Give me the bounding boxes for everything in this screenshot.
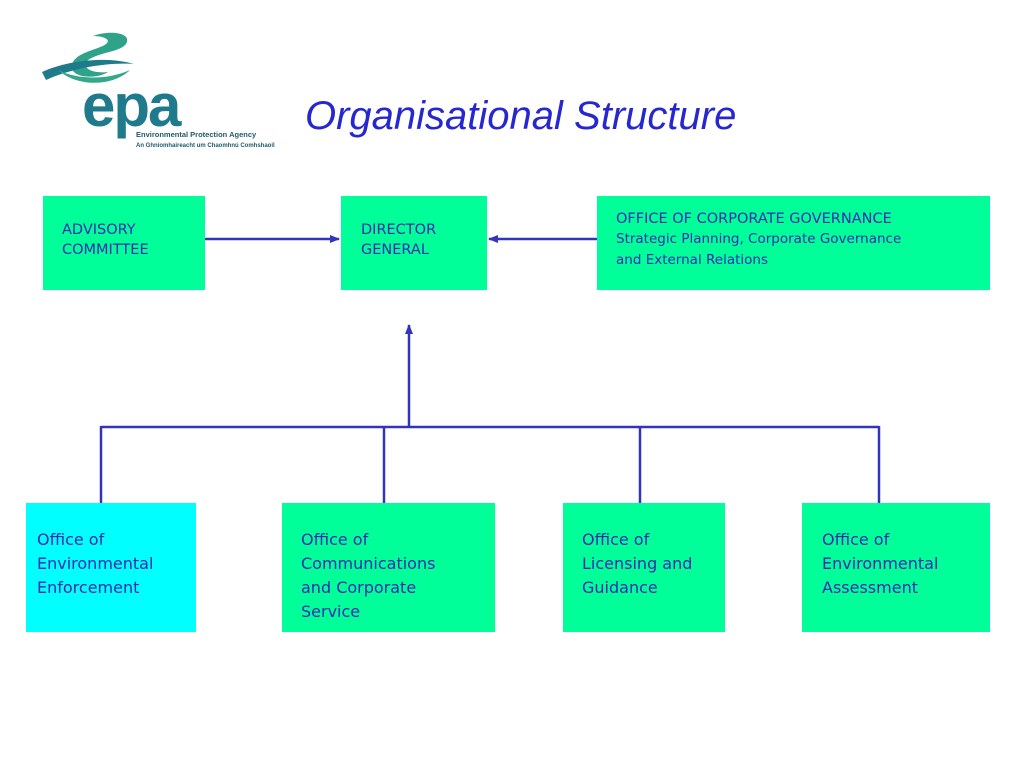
office-licensing-box: Office of Licensing and Guidance <box>563 503 725 632</box>
corporate-governance-title: OFFICE OF CORPORATE GOVERNANCE <box>616 211 892 227</box>
office-environmental-enforcement-box: Office of Environmental Enforcement <box>26 503 196 632</box>
advisory-committee-label: ADVISORY COMMITTEE <box>62 222 149 258</box>
office-licensing-label: Office of Licensing and Guidance <box>582 530 693 597</box>
office-communications-box: Office of Communications and Corporate S… <box>282 503 495 632</box>
logo-line1: Environmental Protection Agency <box>136 130 257 139</box>
corporate-governance-subtitle-1: Strategic Planning, Corporate Governance <box>616 231 902 247</box>
logo-line2: An Ghníomhaireacht um Chaomhnú Comhshaoi… <box>136 143 275 149</box>
corporate-governance-subtitle-2: and External Relations <box>616 252 768 268</box>
office-environmental-assessment-label: Office of Environmental Assessment <box>822 530 939 597</box>
office-environmental-enforcement-label: Office of Environmental Enforcement <box>37 530 154 597</box>
epa-logo: epa Environmental Protection Agency An G… <box>42 32 275 149</box>
corporate-governance-box: OFFICE OF CORPORATE GOVERNANCE Strategic… <box>597 196 990 290</box>
advisory-committee-box: ADVISORY COMMITTEE <box>43 196 205 290</box>
swoosh-icon <box>42 32 134 83</box>
office-communications-label: Office of Communications and Corporate S… <box>301 530 436 621</box>
director-general-box: DIRECTOR GENERAL <box>341 196 487 290</box>
office-environmental-assessment-box: Office of Environmental Assessment <box>802 503 990 632</box>
page-title: Organisational Structure <box>305 94 737 138</box>
director-general-label: DIRECTOR GENERAL <box>361 222 437 258</box>
logo-wordmark: epa <box>82 72 182 139</box>
